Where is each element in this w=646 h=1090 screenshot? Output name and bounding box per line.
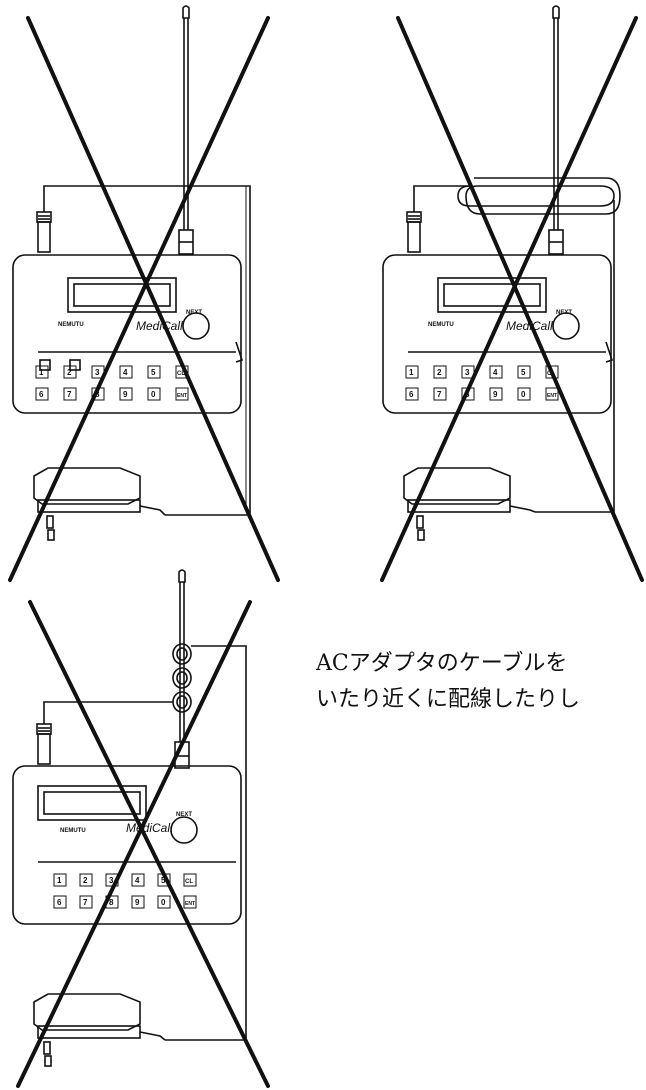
lcd-display xyxy=(437,277,547,313)
prohibited-cross-left xyxy=(28,600,270,1088)
key-7: 7 xyxy=(437,390,442,399)
key-3: 3 xyxy=(95,368,100,377)
next-button xyxy=(170,816,198,844)
dc-jack xyxy=(406,211,422,223)
key-2: 2 xyxy=(83,876,88,885)
key-ent: ENT xyxy=(177,393,187,399)
keypad-bottom-row: 6 7 8 9 0 ENT xyxy=(35,387,189,401)
prohibited-cross-left xyxy=(26,16,280,582)
key-8: 8 xyxy=(95,390,100,399)
next-button xyxy=(182,312,210,340)
lcd-display xyxy=(67,277,177,313)
keypad-top-row: 1 2 3 4 5 CL xyxy=(53,873,197,887)
key-7: 7 xyxy=(67,390,72,399)
key-4: 4 xyxy=(135,876,140,885)
key-1: 1 xyxy=(39,368,44,377)
lcd-display xyxy=(37,785,147,821)
keypad-bottom-row: 6 7 8 9 0 ENT xyxy=(405,387,559,401)
logo-text: MediCall xyxy=(136,319,183,333)
dc-jack xyxy=(36,211,52,223)
brand-label: NEMUTU xyxy=(58,322,84,328)
key-2: 2 xyxy=(67,368,72,377)
key-9: 9 xyxy=(493,390,498,399)
ac-adapter xyxy=(403,467,511,505)
keypad-top-row: 1 2 3 4 5 CL xyxy=(35,365,189,379)
key-1: 1 xyxy=(409,368,414,377)
cable-coil xyxy=(172,643,192,713)
antenna xyxy=(178,569,186,583)
logo-text: MediCall xyxy=(506,319,553,333)
key-7: 7 xyxy=(83,898,88,907)
key-6: 6 xyxy=(39,390,44,399)
key-3: 3 xyxy=(465,368,470,377)
key-0: 0 xyxy=(521,390,526,399)
key-5: 5 xyxy=(151,368,156,377)
prohibited-cross-right xyxy=(380,16,638,582)
key-9: 9 xyxy=(135,898,140,907)
cable-coil xyxy=(457,177,621,215)
key-9: 9 xyxy=(123,390,128,399)
next-label: NEXT xyxy=(176,812,192,818)
panel-cable-wrapped-antenna: NEMUTU NEXT MediCall 1 2 3 4 5 CL xyxy=(12,569,270,1088)
ac-adapter xyxy=(33,993,141,1031)
device-body xyxy=(12,254,242,414)
keypad-top-row: 1 2 3 4 5 CL xyxy=(405,365,559,379)
key-ent: ENT xyxy=(547,393,557,399)
keypad-bottom-row: 6 7 8 9 0 ENT xyxy=(53,895,197,909)
caption-text: ACアダプタのケーブルを いたり近くに配線したりし xyxy=(316,646,646,718)
key-cl: CL xyxy=(177,371,185,377)
adapter-cable xyxy=(413,185,470,212)
brand-label: NEMUTU xyxy=(60,828,86,834)
device-body xyxy=(382,254,612,414)
key-4: 4 xyxy=(493,368,498,377)
adapter-cable xyxy=(43,185,251,516)
key-0: 0 xyxy=(161,898,166,907)
logo-text: MediCall xyxy=(126,821,173,835)
key-cl: CL xyxy=(185,879,193,885)
antenna xyxy=(182,5,190,19)
key-6: 6 xyxy=(57,898,62,907)
dc-jack xyxy=(36,723,52,735)
key-5: 5 xyxy=(521,368,526,377)
key-ent: ENT xyxy=(185,901,195,907)
keypad xyxy=(34,364,194,408)
key-3: 3 xyxy=(109,876,114,885)
key-5: 5 xyxy=(161,876,166,885)
key-4: 4 xyxy=(123,368,128,377)
key-8: 8 xyxy=(109,898,114,907)
caption-line-2: いたり近くに配線したりし xyxy=(316,687,581,712)
next-label: NEXT xyxy=(556,310,572,316)
prohibited-cross-right xyxy=(16,600,252,1088)
next-button xyxy=(552,312,580,340)
ac-adapter xyxy=(33,467,141,505)
antenna xyxy=(552,5,560,19)
key-0: 0 xyxy=(151,390,156,399)
panel-cable-routed-behind: NEMUTU NEXT MediCall 1 2 3 4 5 CL xyxy=(8,5,280,582)
adapter-cable xyxy=(43,701,173,724)
device-body xyxy=(12,765,242,925)
caption-line-1: ACアダプタのケーブルを xyxy=(316,651,568,676)
prohibited-cross-right xyxy=(8,16,270,582)
panel-cable-coiled: NEMUTU NEXT MediCall 1 2 3 4 5 CL xyxy=(380,5,644,582)
prohibited-cross-left xyxy=(396,16,644,582)
next-label: NEXT xyxy=(186,310,202,316)
brand-label: NEMUTU xyxy=(428,322,454,328)
key-2: 2 xyxy=(437,368,442,377)
key-1: 1 xyxy=(57,876,62,885)
key-6: 6 xyxy=(409,390,414,399)
